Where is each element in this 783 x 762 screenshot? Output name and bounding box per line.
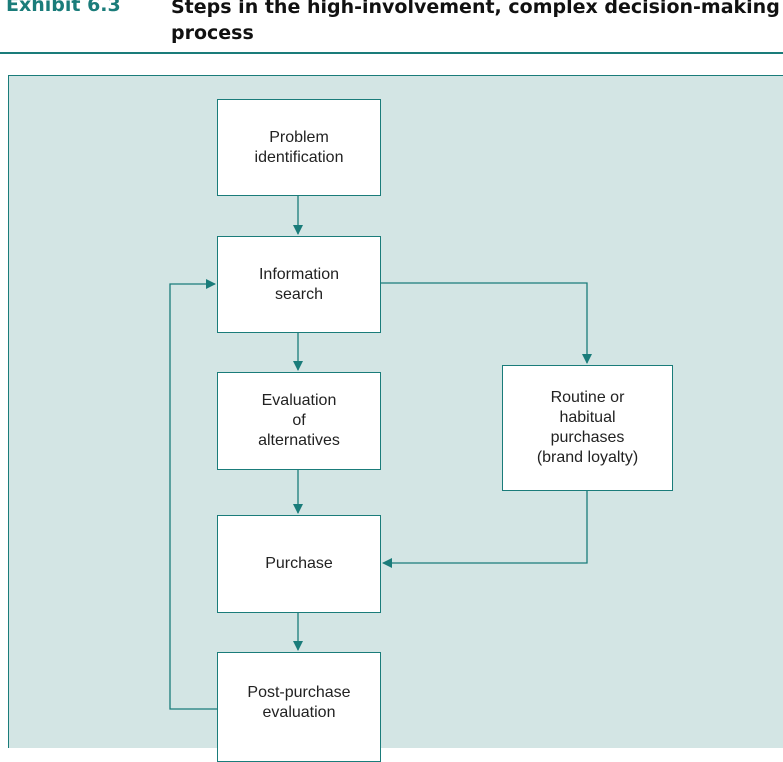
step-evaluation-of-alternatives: Evaluation of alternatives xyxy=(217,372,381,470)
title-divider xyxy=(0,52,783,54)
step-label: Routine or habitual purchases (brand loy… xyxy=(536,389,639,466)
step-label: Information search xyxy=(258,265,340,303)
step-problem-identification: Problem identification xyxy=(217,99,381,196)
step-label: Purchase xyxy=(265,555,333,572)
step-label: Problem identification xyxy=(254,128,344,166)
exhibit-title-text: Steps in the high-involvement, complex d… xyxy=(171,0,780,44)
step-label: Post-purchase evaluation xyxy=(247,684,351,721)
step-label: Evaluation of alternatives xyxy=(258,392,340,449)
step-purchase: Purchase xyxy=(217,515,381,613)
step-routine-purchases: Routine or habitual purchases (brand loy… xyxy=(502,365,673,491)
arrow-post-to-search xyxy=(169,279,217,710)
arrow-search-to-routine xyxy=(380,282,592,364)
step-post-purchase-evaluation: Post-purchase evaluation xyxy=(217,652,381,762)
arrow-routine-to-purchase xyxy=(382,490,588,568)
step-information-search: Information search xyxy=(217,236,381,333)
exhibit-title: Steps in the high-involvement, complex d… xyxy=(171,0,783,46)
exhibit-label: Exhibit 6.3 xyxy=(6,0,121,16)
